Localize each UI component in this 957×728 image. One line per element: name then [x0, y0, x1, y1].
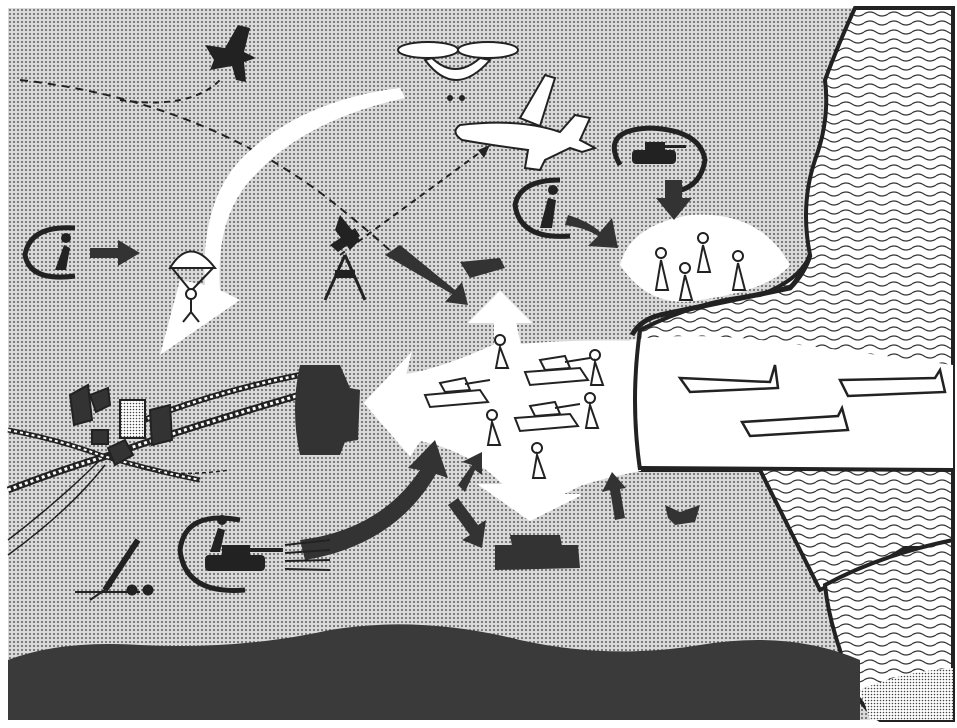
shoreline-lower	[640, 468, 953, 470]
